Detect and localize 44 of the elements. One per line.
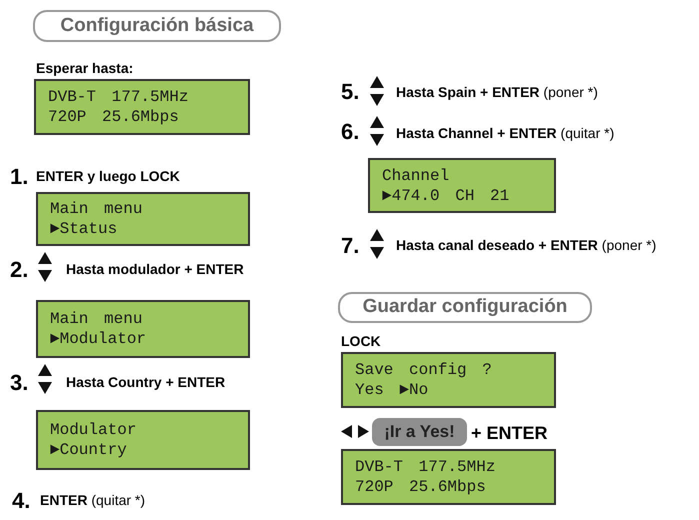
lcd-display (368, 158, 556, 213)
tag-text: ¡Ir a Yes! (384, 421, 455, 444)
step-text: Hasta Channel + ENTER (quitar *) (396, 124, 614, 143)
display-line: ►Status (50, 219, 118, 239)
display-line: Yes ►No (355, 380, 428, 400)
display-line: DVB-T 177.5MHz (48, 87, 188, 107)
step-number: 6. (341, 118, 360, 146)
heading-text: Guardar configuración (362, 295, 568, 320)
lcd-display (36, 300, 250, 358)
lcd-display (341, 352, 556, 408)
display-line: 720P 25.6Mbps (48, 107, 179, 127)
step-text: ENTER y luego LOCK (36, 167, 180, 186)
step-text: Hasta Country + ENTER (66, 373, 226, 392)
step-text: + ENTER (471, 422, 548, 445)
lcd-display (34, 79, 250, 135)
section-heading (338, 292, 592, 323)
step-text: LOCK (341, 332, 381, 351)
display-line: DVB-T 177.5MHz (355, 457, 496, 477)
display-line: Main menu (50, 199, 142, 219)
display-line: Main menu (50, 309, 142, 329)
step-text: ENTER (quitar *) (40, 491, 146, 510)
lcd-display (36, 192, 250, 246)
display-line: Save config ? (355, 360, 492, 380)
step-number: 3. (10, 369, 28, 397)
step-text: Hasta Spain + ENTER (poner *) (396, 83, 598, 102)
step-text: Hasta canal deseado + ENTER (poner *) (396, 236, 656, 255)
display-line: 720P 25.6Mbps (355, 477, 486, 497)
display-line: ►474.0 CH 21 (382, 186, 510, 206)
highlight-tag (372, 418, 467, 446)
caption-text: Esperar hasta: (36, 59, 134, 78)
lcd-display (36, 410, 250, 470)
display-line: ►Modulator (50, 329, 146, 349)
display-line: ►Country (50, 440, 127, 460)
lcd-display (341, 449, 556, 505)
step-number: 1. (10, 163, 28, 191)
step-number: 5. (341, 78, 360, 106)
display-line: Channel (382, 166, 450, 186)
step-number: 2. (10, 256, 28, 284)
heading-text: Configuración básica (60, 14, 254, 38)
section-heading (33, 10, 281, 42)
step-number: 7. (341, 232, 360, 260)
step-number: 4. (12, 487, 30, 515)
step-text: Hasta modulador + ENTER (66, 260, 244, 279)
display-line: Modulator (50, 420, 136, 440)
